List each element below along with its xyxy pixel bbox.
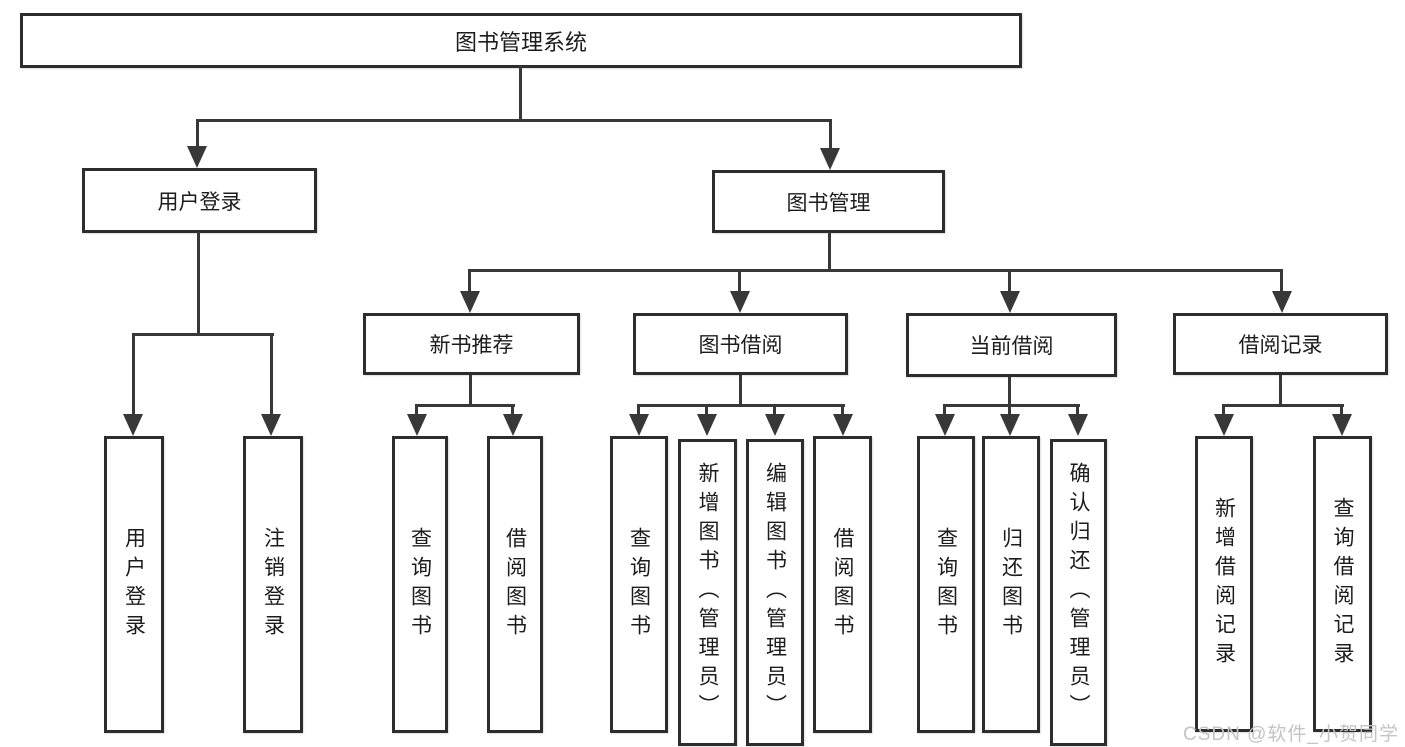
arrow-down-icon [1000, 414, 1020, 436]
connector-line [1280, 269, 1283, 291]
arrow-down-icon [1272, 291, 1292, 313]
node-new-book-recommend: 新书推荐 [363, 313, 580, 375]
arrow-down-icon [460, 291, 480, 313]
connector-line [468, 269, 471, 291]
arrow-down-icon [123, 414, 143, 436]
connector-line [1279, 375, 1282, 407]
connector-line [1222, 404, 1225, 416]
leaf-borrowing-query-books: 查询图书 [610, 436, 668, 733]
leaf-current-query-books-label: 查询图书 [934, 526, 958, 643]
node-user-login: 用户登录 [82, 168, 317, 233]
arrow-down-icon [697, 414, 717, 436]
connector-line [828, 232, 831, 272]
leaf-logout-label: 注销登录 [261, 526, 285, 643]
connector-line [415, 404, 515, 407]
arrow-down-icon [407, 414, 427, 436]
connector-line [841, 404, 844, 416]
leaf-borrowing-edit-books-admin: 编辑图书（管理员） [746, 439, 804, 746]
connector-line [738, 269, 741, 291]
arrow-down-icon [833, 414, 853, 436]
arrow-down-icon [1332, 414, 1352, 436]
connector-line [468, 269, 1283, 272]
node-root-system: 图书管理系统 [20, 13, 1022, 68]
arrow-down-icon [1214, 414, 1234, 436]
arrow-down-icon [730, 291, 750, 313]
arrow-down-icon [629, 414, 649, 436]
connector-line [415, 404, 418, 416]
connector-line [511, 404, 514, 416]
connector-line [705, 404, 708, 416]
leaf-current-confirm-return-admin: 确认归还（管理员） [1050, 439, 1107, 746]
connector-line [196, 119, 832, 122]
leaf-borrowing-add-books-admin-label: 新增图书（管理员） [696, 462, 719, 723]
leaf-records-add-record: 新增借阅记录 [1195, 436, 1253, 732]
leaf-borrowing-edit-books-admin-label: 编辑图书（管理员） [763, 462, 787, 723]
leaf-current-return-books-label: 归还图书 [999, 526, 1023, 643]
connector-line [132, 333, 135, 414]
leaf-current-return-books: 归还图书 [982, 436, 1040, 733]
connector-line [637, 404, 640, 416]
connector-line [132, 333, 274, 336]
connector-line [469, 375, 472, 407]
leaf-recommend-borrow-books: 借阅图书 [487, 436, 543, 733]
node-book-borrowing: 图书借阅 [633, 313, 848, 375]
connector-line [829, 119, 832, 150]
arrow-down-icon [503, 414, 523, 436]
connector-line [1008, 404, 1011, 416]
connector-line [1340, 404, 1343, 416]
node-book-management: 图书管理 [712, 170, 945, 233]
connector-line [1222, 404, 1344, 407]
leaf-user-login: 用户登录 [104, 436, 164, 733]
arrow-down-icon [820, 148, 840, 170]
leaf-current-query-books: 查询图书 [917, 436, 975, 733]
connector-line [197, 232, 200, 336]
leaf-records-query-record: 查询借阅记录 [1313, 436, 1372, 732]
connector-line [739, 375, 742, 407]
connector-line [519, 66, 522, 121]
arrow-down-icon [1068, 414, 1088, 436]
leaf-records-add-record-label: 新增借阅记录 [1212, 497, 1236, 671]
leaf-recommend-query-books-label: 查询图书 [408, 526, 432, 643]
leaf-logout: 注销登录 [243, 436, 303, 733]
arrow-down-icon [765, 414, 785, 436]
leaf-user-login-label: 用户登录 [122, 526, 146, 643]
leaf-recommend-borrow-books-label: 借阅图书 [503, 526, 527, 643]
connector-line [637, 404, 845, 407]
node-current-borrowing: 当前借阅 [906, 313, 1117, 377]
leaf-records-query-record-label: 查询借阅记录 [1331, 497, 1354, 671]
connector-line [943, 404, 946, 416]
connector-line [196, 119, 199, 148]
arrow-down-icon [187, 146, 207, 168]
connector-line [270, 333, 273, 414]
connector-line [1008, 269, 1011, 291]
leaf-recommend-query-books: 查询图书 [392, 436, 448, 733]
leaf-borrowing-query-books-label: 查询图书 [627, 526, 651, 643]
leaf-borrowing-borrow-books: 借阅图书 [813, 436, 872, 733]
connector-line [1076, 404, 1079, 416]
connector-line [943, 404, 1080, 407]
arrow-down-icon [261, 414, 281, 436]
leaf-borrowing-borrow-books-label: 借阅图书 [831, 526, 854, 643]
connector-line [773, 404, 776, 416]
leaf-current-confirm-return-admin-label: 确认归还（管理员） [1067, 462, 1090, 723]
csdn-watermark: CSDN @软件_小贺同学 [1183, 724, 1399, 745]
leaf-borrowing-add-books-admin: 新增图书（管理员） [678, 439, 737, 746]
arrow-down-icon [935, 414, 955, 436]
node-borrowing-records: 借阅记录 [1173, 313, 1388, 375]
arrow-down-icon [1000, 291, 1020, 313]
connector-line [1008, 377, 1011, 407]
